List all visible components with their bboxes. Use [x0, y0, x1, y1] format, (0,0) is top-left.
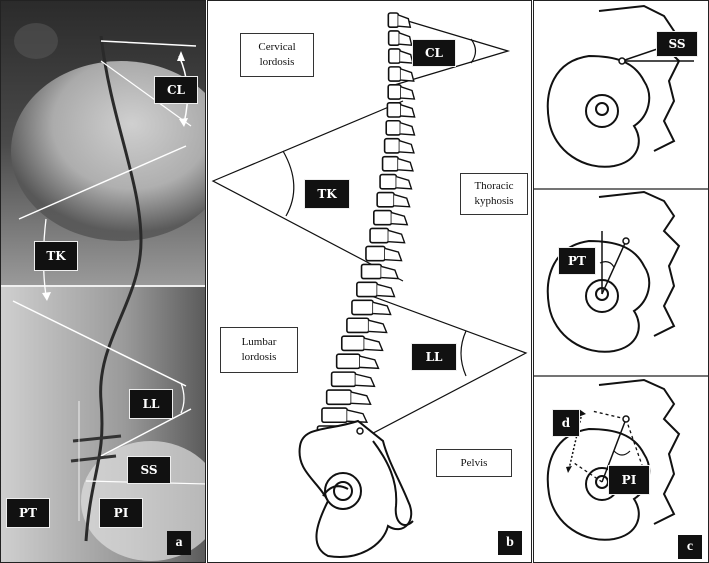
panel-a-xray: CL TK LL SS PT PI a — [0, 0, 206, 563]
vertebra-process — [400, 104, 416, 118]
vertebra-body — [387, 66, 402, 82]
vertebra-process — [400, 122, 416, 136]
spine-drawing — [211, 12, 528, 558]
vertebra-body — [386, 101, 402, 118]
tk-label: TK — [34, 241, 78, 271]
vertebra-process — [368, 319, 388, 334]
vertebra-body — [376, 191, 395, 208]
vertebra-process — [377, 283, 396, 298]
vertebra-body — [387, 84, 402, 100]
spine-rod-line — [84, 35, 143, 542]
vertebra-process — [355, 373, 376, 388]
vertebra-body — [360, 263, 383, 280]
ss-label: SS — [127, 456, 171, 484]
pelvis-sketch-pi — [546, 378, 681, 541]
vertebra-process — [399, 140, 415, 154]
vertebra-process — [381, 265, 400, 280]
vertebra-process — [400, 68, 415, 82]
vertebra-process — [397, 157, 414, 172]
vertebra-body — [365, 245, 386, 262]
ll-label: LL — [129, 389, 173, 419]
xray-drawing — [1, 1, 205, 562]
lumbar-lordosis-caption: Lumbar lordosis — [220, 327, 298, 373]
pt-label: PT — [558, 247, 596, 275]
ll-label: LL — [411, 343, 457, 371]
femoral-head-inner — [333, 481, 353, 501]
vertebra-body — [330, 371, 357, 388]
vertebra-process — [400, 86, 416, 100]
panel-b-spine-diagram: Cervical lordosis Thoracic kyphosis Lumb… — [207, 0, 532, 563]
vertebra-body — [356, 281, 379, 298]
vertebra-process — [399, 50, 414, 64]
pi-label: PI — [99, 498, 143, 528]
ll-angle-lines — [357, 290, 528, 442]
ss-label: SS — [656, 31, 698, 57]
pi-label: PI — [608, 465, 650, 495]
vertebra-process — [372, 301, 392, 316]
vertebra-process — [396, 175, 413, 190]
vertebra-body — [340, 335, 366, 352]
vertebra-body — [387, 12, 400, 29]
vertebra-body — [346, 317, 370, 334]
cl-angle-lines — [390, 15, 511, 87]
pt-label: PT — [6, 498, 50, 528]
vertebrae-column — [316, 12, 416, 442]
vertebra-process — [384, 247, 403, 262]
panel-letter-c: c — [678, 535, 702, 559]
vertebra-body — [321, 407, 349, 424]
vertebra-body — [379, 173, 398, 190]
vertebra-body — [369, 227, 390, 244]
vertebra-process — [398, 14, 412, 28]
panel-letter-b: b — [498, 531, 522, 555]
pelvis-caption: Pelvis — [436, 449, 512, 477]
chest-shadow — [11, 61, 205, 241]
pelvis-sketch-pt — [546, 190, 681, 353]
cl-label: CL — [154, 76, 198, 104]
vertebra-process — [388, 229, 406, 244]
vertebra-process — [364, 337, 384, 352]
panel-c-pelvic-parameters: SS PT d PI c — [533, 0, 709, 563]
vertebra-body — [373, 209, 393, 226]
cervical-lordosis-caption: Cervical lordosis — [240, 33, 314, 77]
vertebra-body — [383, 137, 401, 154]
thoracic-kyphosis-caption: Thoracic kyphosis — [460, 173, 528, 215]
vertebra-body — [387, 48, 401, 64]
vertebra-process — [393, 193, 411, 208]
vertebra-process — [359, 355, 380, 370]
sacrum-outline — [372, 440, 414, 526]
vertebra-body — [335, 353, 361, 370]
panel-letter-a: a — [167, 531, 191, 555]
vertebra-body — [387, 30, 401, 46]
vertebra-body — [325, 389, 353, 406]
tk-label: TK — [304, 179, 350, 209]
tk-angle-lines — [211, 100, 404, 282]
vertebra-body — [381, 155, 399, 172]
d-label: d — [552, 409, 580, 437]
vertebra-body — [385, 119, 402, 136]
cl-label: CL — [412, 39, 456, 67]
vertebra-process — [399, 32, 413, 46]
vertebra-process — [391, 211, 409, 226]
vertebra-body — [351, 299, 374, 316]
vertebra-process — [351, 391, 372, 406]
